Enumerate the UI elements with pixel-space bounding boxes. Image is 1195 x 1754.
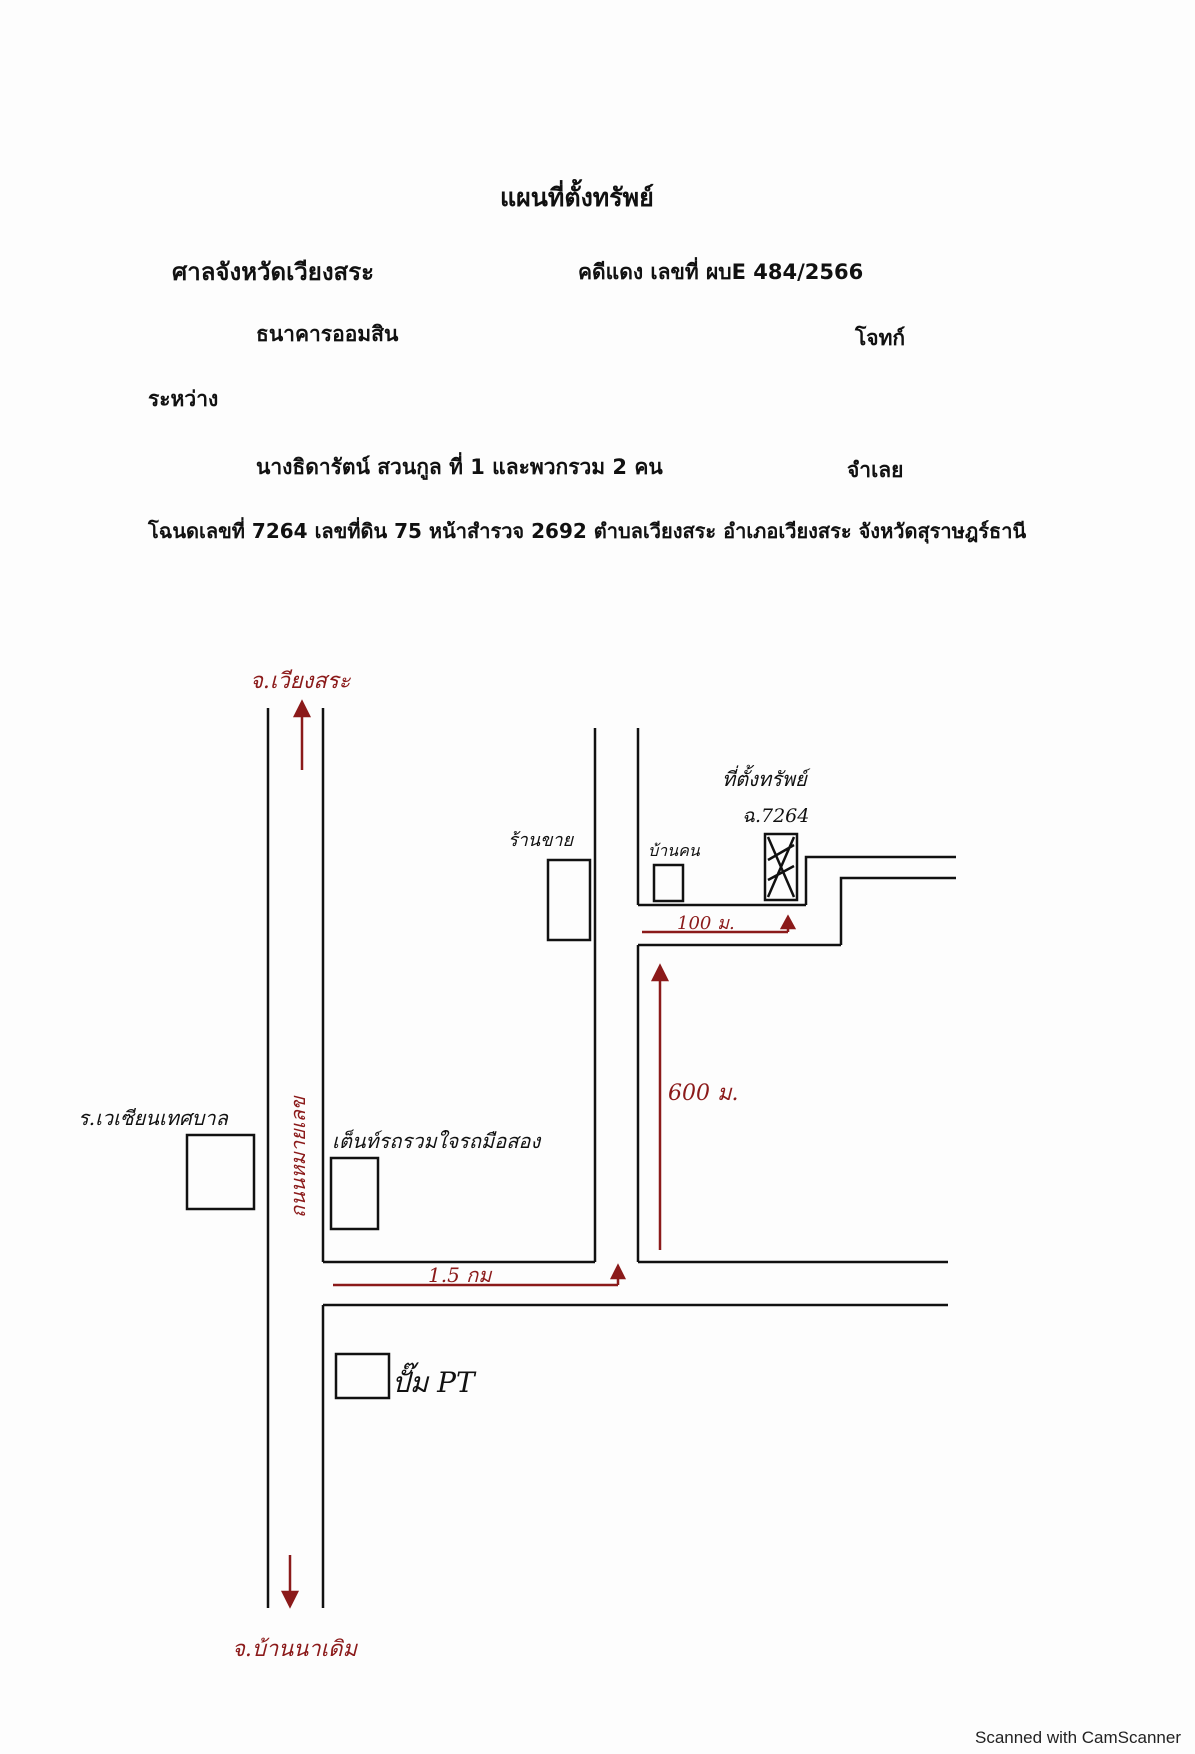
side-road-distance-head (609, 1263, 627, 1280)
east-distance-head (779, 914, 797, 930)
school-building (185, 1133, 256, 1211)
buildings (185, 832, 799, 1400)
east-road-north-edge (804, 855, 956, 905)
defendant-name: นางธิดารัตน์ สวนกูล ที่ 1 และพวกรวม 2 คน (256, 455, 663, 479)
credit-union-label: เต็นท์รถรวมใจรถมือสอง (332, 1129, 541, 1153)
main-road-label: ถนนหมายเลข (286, 1095, 310, 1218)
scanner-watermark: Scanned with CamScanner (974, 1728, 1181, 1747)
house-label: บ้านคน (648, 841, 701, 860)
court-name: ศาลจังหวัดเวียงสระ (172, 258, 374, 286)
plaintiff-name: ธนาคารออมสิน (256, 322, 399, 346)
deed-line: โฉนดเลขที่ 7264 เลขที่ดิน 75 หน้าสำรวจ 2… (148, 519, 1027, 543)
page-title: แผนที่ตั้งทรัพย์ (500, 183, 654, 212)
label-south: จ.บ้านนาเดิม (232, 1637, 358, 1662)
arrow-south-head (280, 1590, 300, 1609)
roads (266, 708, 956, 1608)
case-number: คดีแดง เลขที่ ผบE 484/2566 (578, 260, 864, 284)
gas-station-label: ปั๊ม PT (392, 1362, 477, 1399)
shop-building (546, 858, 592, 942)
between-label: ระหว่าง (148, 387, 219, 411)
property-plot (763, 832, 799, 902)
plaintiff-role: โจทก์ (855, 326, 906, 350)
house-building (652, 863, 685, 903)
north-distance-head (650, 963, 670, 982)
label-north: จ.เวียงสระ (250, 669, 352, 694)
property-label: ที่ตั้งทรัพย์ (722, 764, 811, 791)
east-distance-label: 100 ม. (677, 913, 735, 934)
gas-station-building (334, 1352, 391, 1400)
north-distance-label: 600 ม. (668, 1081, 738, 1106)
direction-arrows (280, 699, 797, 1609)
east-road-south-edge (839, 876, 956, 945)
deed-number-label: ฉ.7264 (742, 805, 809, 827)
map-labels: จ.เวียงสระ จ.บ้านนาเดิม ถนนหมายเลข ร.เวเ… (78, 669, 811, 1662)
credit-union-building (329, 1156, 380, 1231)
property-cross-icon (766, 836, 796, 898)
side-road-distance-label: 1.5 กม (428, 1263, 493, 1287)
school-label: ร.เวเซียนเทศบาล (78, 1106, 230, 1130)
defendant-role: จำเลย (847, 458, 904, 482)
arrow-north-head (292, 699, 312, 718)
shop-label: ร้านขาย (508, 830, 574, 851)
